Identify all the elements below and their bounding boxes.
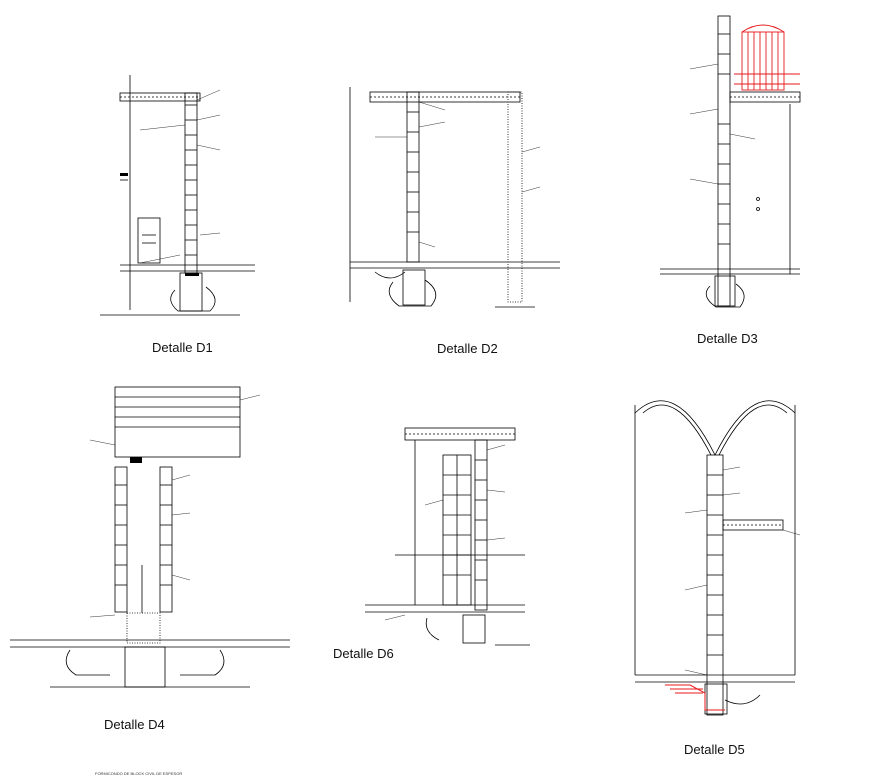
detail-d3-drawing — [630, 14, 835, 324]
detail-d1-svg — [100, 75, 255, 316]
detail-d3-svg — [660, 15, 801, 308]
detail-d5-caption: Detalle D5 — [684, 742, 745, 757]
detail-d6-svg — [365, 427, 530, 646]
sheet-footnote: FORMICONDO DE BLOCK CIVIL DE ESPESOR — [95, 771, 183, 776]
detail-d2-svg — [349, 87, 560, 308]
detail-d2-caption: Detalle D2 — [437, 341, 498, 356]
detail-d6-drawing — [345, 420, 535, 665]
detail-d2-drawing — [295, 72, 565, 322]
detail-d4-svg — [10, 386, 290, 688]
d3-water-tank — [734, 24, 800, 91]
detail-d5-svg — [634, 400, 801, 716]
detail-d4-caption: Detalle D4 — [104, 717, 165, 732]
detail-d4-drawing — [10, 385, 300, 705]
d5-red-highlight — [665, 684, 725, 711]
detail-d1-drawing — [80, 75, 260, 330]
detail-d3-caption: Detalle D3 — [697, 331, 758, 346]
detail-d1-caption: Detalle D1 — [152, 340, 213, 355]
detail-d5-drawing — [615, 385, 835, 740]
detail-d6-caption: Detalle D6 — [333, 646, 394, 661]
